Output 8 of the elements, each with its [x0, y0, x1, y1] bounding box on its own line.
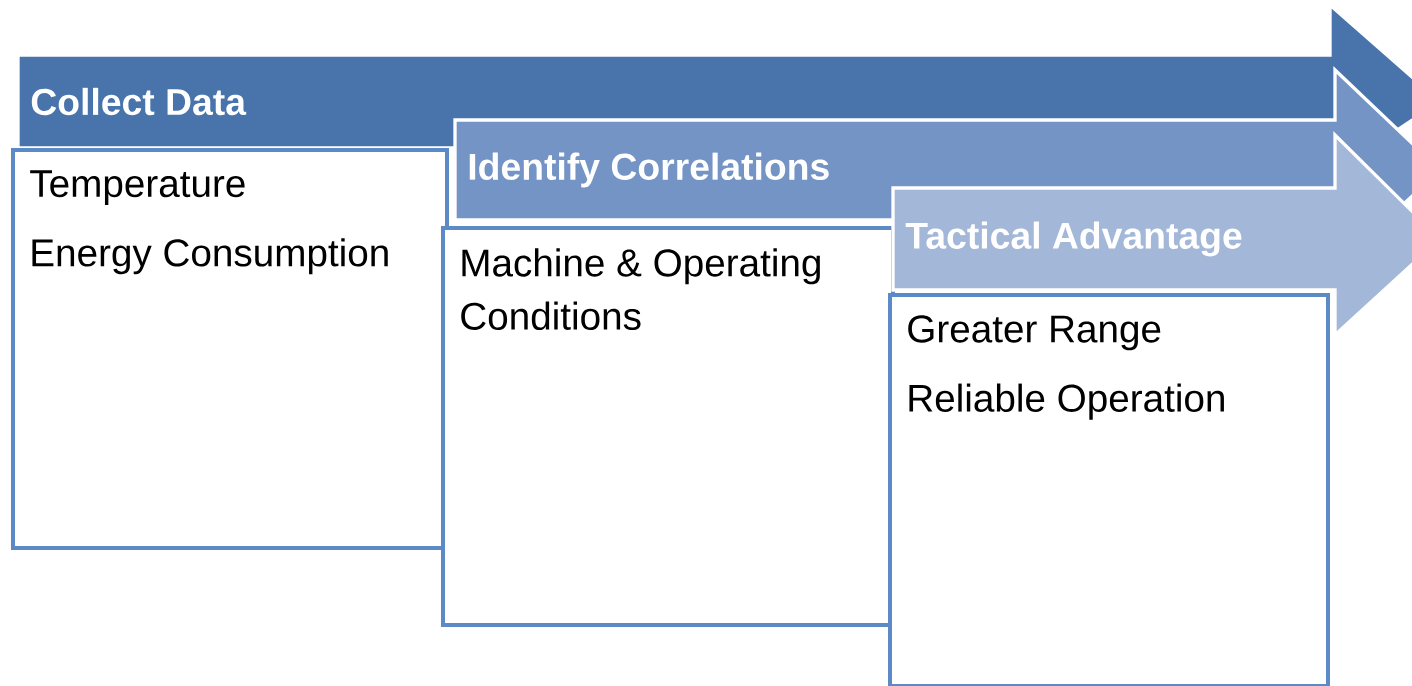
- list-text: Machine & Operating Conditions: [461, 248, 820, 330]
- list-text: Reliable Operation: [909, 383, 1224, 420]
- list-text: Energy Consumption: [32, 238, 388, 275]
- text-box: [888, 293, 1330, 686]
- list-text: Greater Range: [908, 315, 1161, 351]
- text-box: [11, 148, 449, 550]
- text-box: [441, 226, 895, 627]
- list-text: Temperature: [30, 170, 245, 205]
